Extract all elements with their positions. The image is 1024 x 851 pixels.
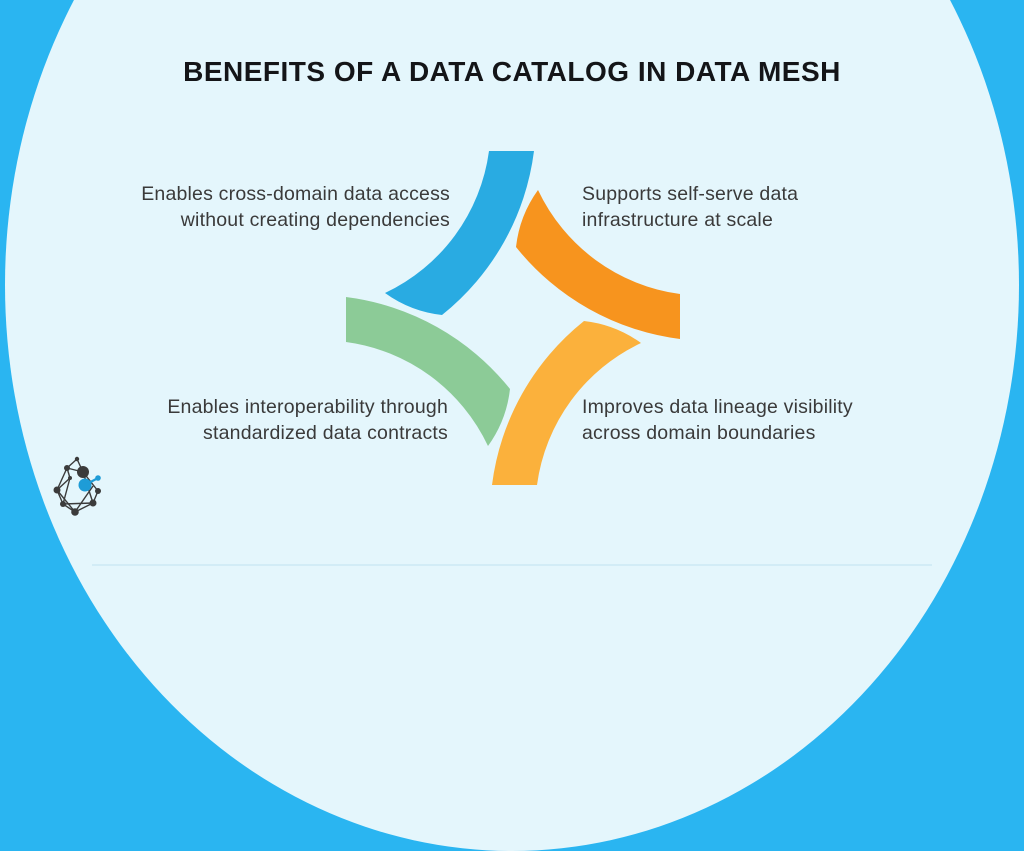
benefit-text-line: without creating dependencies <box>180 209 450 231</box>
benefit-top-left: Enables cross-domain data access without… <box>88 181 450 233</box>
benefit-text-line: infrastructure at scale <box>582 209 774 231</box>
pinwheel-arm-yellow-bottom <box>492 321 641 485</box>
benefit-bottom-right: Improves data lineage visibility across … <box>582 394 934 446</box>
pinwheel-arm-blue-top <box>385 151 534 315</box>
network-graph-logo-icon <box>53 456 101 516</box>
pinwheel-arm-green-left <box>346 297 510 446</box>
benefit-text-line: standardized data contracts <box>203 422 448 444</box>
benefit-text-line: Improves data lineage visibility <box>582 396 853 418</box>
benefit-text-line: across domain boundaries <box>582 422 816 444</box>
page-title: BENEFITS OF A DATA CATALOG IN DATA MESH <box>183 56 841 87</box>
bottom-divider-line <box>92 564 932 566</box>
benefit-text-line: Enables interoperability through <box>167 396 448 418</box>
benefit-text-line: Enables cross-domain data access <box>141 183 450 205</box>
pinwheel-arm-orange-right <box>516 190 680 339</box>
benefit-text-line: Supports self-serve data <box>582 183 799 205</box>
pinwheel-diagram <box>346 151 680 485</box>
benefit-bottom-left: Enables interoperability through standar… <box>86 394 448 446</box>
benefit-top-right: Supports self-serve data infrastructure … <box>582 181 924 233</box>
